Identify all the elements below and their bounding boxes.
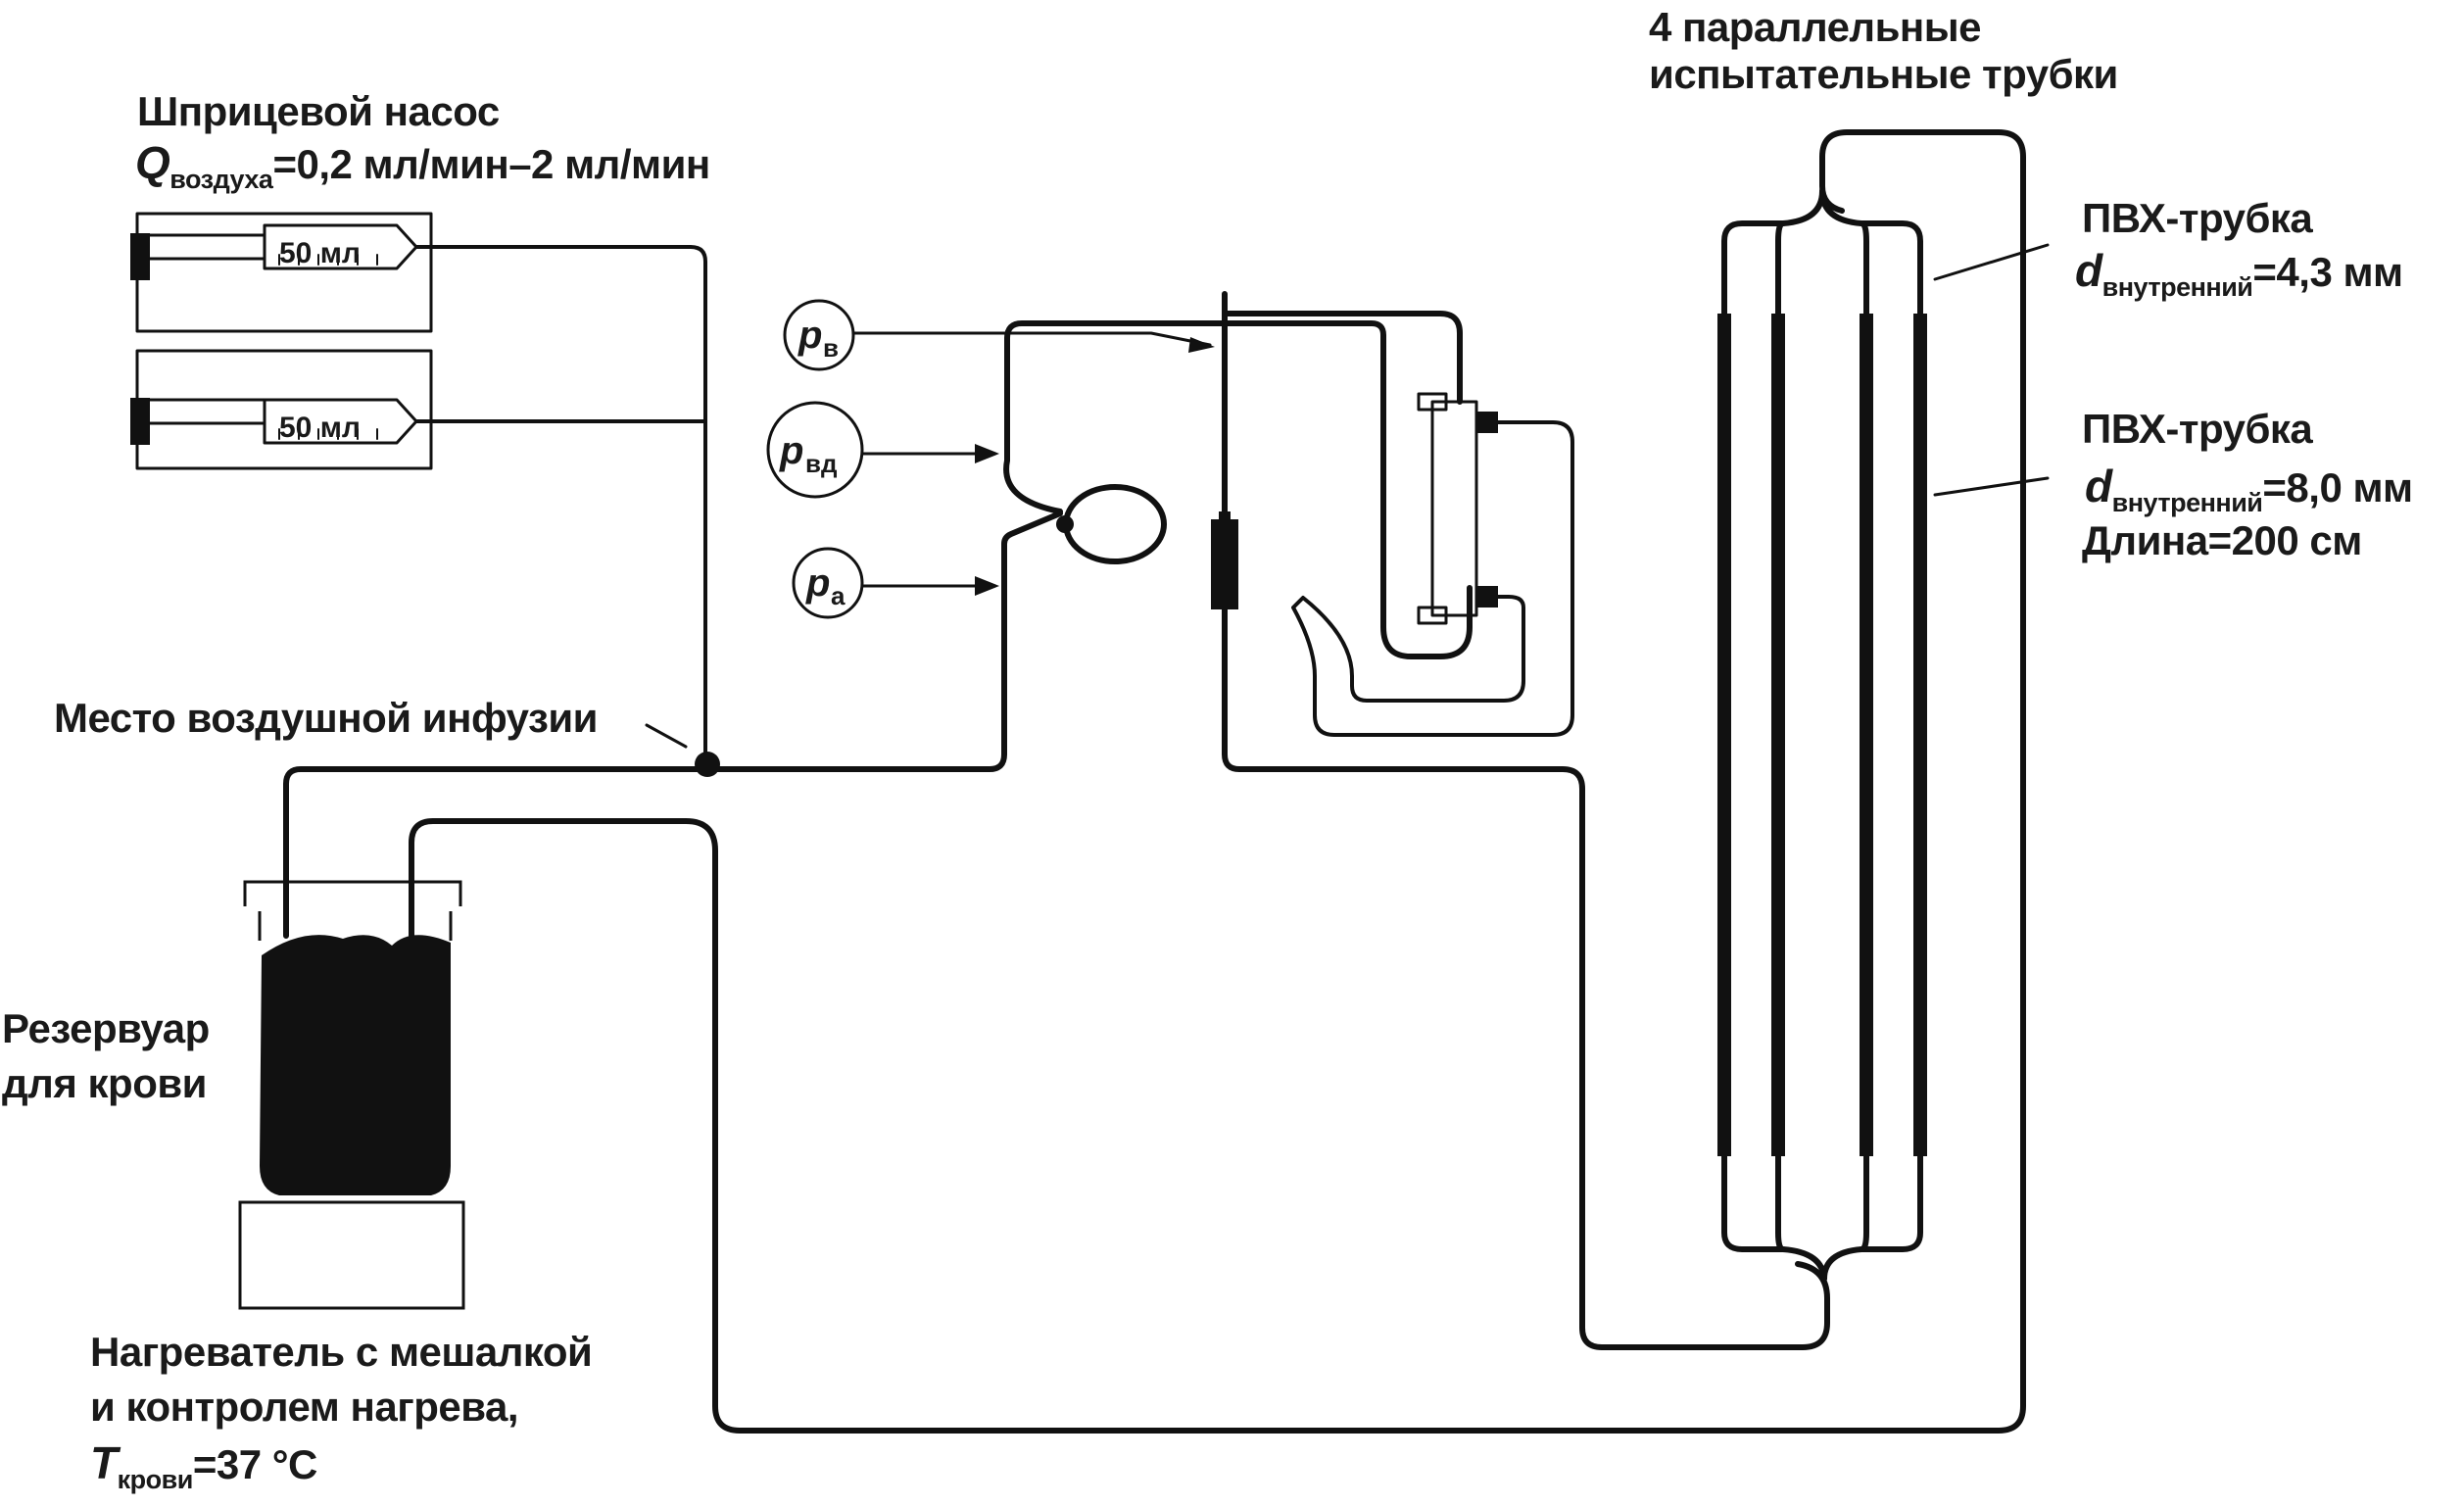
air-infusion-leader [645,723,688,749]
pvc-tube-2-title: ПВХ-трубка [2082,406,2313,452]
parallel-tubes-line2: испытательные трубки [1649,51,2118,97]
air-infusion-site-dot [695,752,720,777]
pressure-sensor-p-a: p а [792,547,864,619]
syringe-pump-2 [130,349,433,470]
pvc-tube-1-leader [1933,243,2050,281]
syringe-flow-sub: воздуха [169,165,273,194]
oxygenator-unit [1417,392,1498,625]
loop-connector [1056,515,1074,533]
syringe-flow-value: =0,2 мл/мин–2 мл/мин [272,141,710,187]
heater-temp-symbol: T [90,1437,118,1488]
reservoir-label-line2: для крови [2,1060,208,1106]
syringe-pump-1 [130,212,433,333]
air-infusion-site-label: Место воздушной инфузии [54,695,599,741]
water-circuit [1291,420,1574,737]
pressure-sensor-p-v: p в [783,299,855,371]
syringe-pump-title: Шприцевой насос [137,88,500,134]
p-vd-sub: вд [805,449,838,478]
syringe-volume-2: 50 мл [279,412,361,444]
pvc-tube-1-diameter: dвнутренний=4,3 мм [2075,243,2403,315]
drip-chamber [1211,519,1238,609]
pressure-header-line [1222,311,1463,405]
heater-label-line2: и контролем нагрева, [90,1384,519,1430]
return-tube [409,129,2026,1434]
parallel-test-tubes [1717,188,1927,1282]
pvc-tube-2-sub: внутренний [2111,488,2263,517]
pvc-tube-1-title: ПВХ-трубка [2082,195,2313,241]
pvc-tube-2-length: Длина=200 см [2082,517,2362,563]
pvc-tube-2-leader [1933,476,2050,497]
p-v-sub: в [823,333,839,363]
parallel-tubes-line1: 4 параллельные [1649,4,1982,50]
pvc-tube-1-value: =4,3 мм [2252,249,2403,295]
pvc-tube-2-symbol: d [2085,461,2112,511]
p-vd-symbol: p [779,429,803,472]
pvc-tube-1-symbol: d [2075,245,2102,296]
pvc-tube-2-value: =8,0 мм [2262,464,2413,510]
heater-label-line1: Нагреватель с мешалкой [90,1329,593,1375]
heater-temp-value: =37 °C [192,1441,318,1487]
air-line-1 [414,245,707,766]
pvc-tube-1-sub: внутренний [2102,272,2253,302]
outflow-tube [283,510,1063,939]
arterial-tube [1003,320,1473,659]
p-v-symbol: p [797,314,822,357]
pressure-sensor-p-vd: p вд [766,401,864,499]
p-v-arrow [841,331,1212,347]
heater-temp-sub: крови [117,1465,194,1494]
syringe-flow-rate: Qвоздуха=0,2 мл/мин–2 мл/мин [135,135,710,207]
venous-tube [1222,291,1830,1350]
blood-reservoir [243,880,462,1195]
pvc-tube-2-diameter: dвнутренний=8,0 мм [2085,459,2413,530]
p-a-sub: а [831,581,845,610]
compliance-loop [1063,484,1167,564]
reservoir-label-line1: Резервуар [2,1005,210,1051]
heater-stirrer [238,1200,465,1310]
syringe-flow-symbol: Q [135,137,170,188]
heater-temperature: Tкрови=37 °C [90,1435,317,1507]
syringe-volume-1: 50 мл [279,237,361,269]
p-a-symbol: p [805,561,830,605]
